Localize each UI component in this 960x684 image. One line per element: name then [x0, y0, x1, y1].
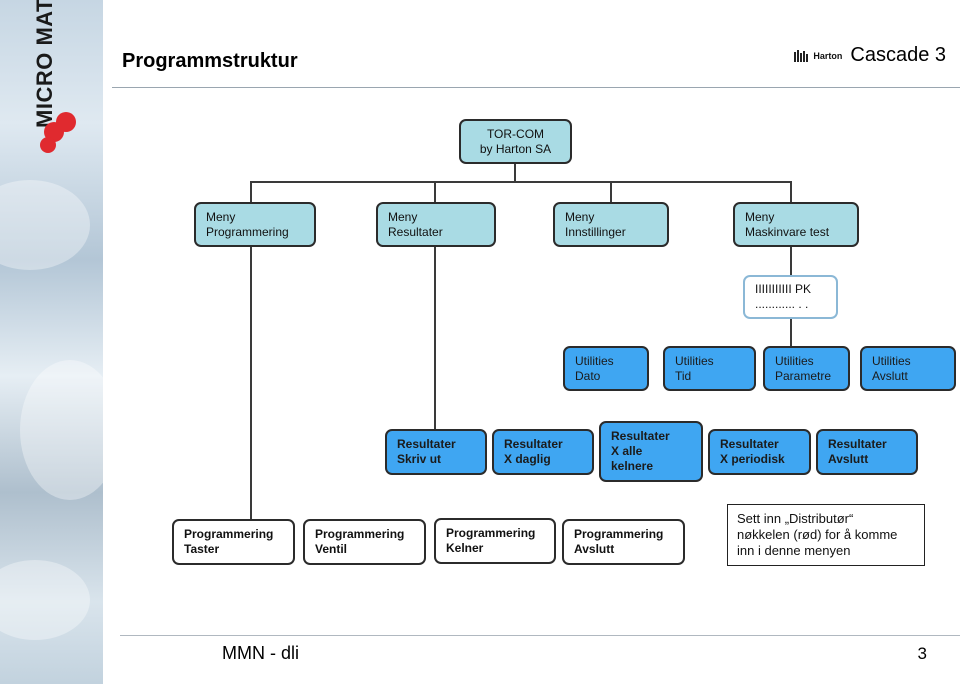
node-line-2: Innstillinger [565, 224, 626, 239]
node-line-1: Meny [745, 209, 775, 224]
page-number: 3 [917, 644, 927, 663]
footer-author: MMN - dli [222, 643, 299, 663]
brand-product: Cascade 3 [850, 44, 946, 66]
harton-logo: Harton [794, 49, 842, 63]
node-line-2: Skriv ut [397, 452, 442, 466]
utilities-tid-node: Utilities Tid [663, 346, 756, 391]
connector-line [790, 319, 792, 347]
sidebar-decoration [0, 180, 90, 270]
node-line-2: X daglig [504, 452, 551, 466]
node-line-1: Resultater [611, 429, 670, 443]
resultater-skriv-ut-node: Resultater Skriv ut [385, 429, 487, 475]
node-line-3: kelnere [611, 459, 654, 473]
node-line-2: Programmering [206, 224, 289, 239]
node-line-2: Avslutt [574, 542, 615, 556]
meny-maskinvare-test-node: Meny Maskinvare test [733, 202, 859, 247]
pk-code-node: IIIIIIIIIII PK ............ . . [743, 275, 838, 319]
programmering-ventil-node: Programmering Ventil [303, 519, 426, 565]
node-line-1: Utilities [775, 353, 814, 368]
programmering-taster-node: Programmering Taster [172, 519, 295, 565]
node-line-1: Utilities [575, 353, 614, 368]
utilities-dato-node: Utilities Dato [563, 346, 649, 391]
brand-small-text: Harton [813, 50, 843, 61]
connector-line [790, 181, 792, 203]
root-line-2: by Harton SA [479, 141, 552, 156]
node-line-1: Resultater [504, 437, 563, 451]
resultater-x-periodisk-node: Resultater X periodisk [708, 429, 811, 475]
logo-dot-icon [40, 137, 56, 153]
meny-innstillinger-node: Meny Innstillinger [553, 202, 669, 247]
utilities-parametre-node: Utilities Parametre [763, 346, 850, 391]
root-node: TOR-COM by Harton SA [459, 119, 572, 164]
distributor-key-note: Sett inn „Distributør“ nøkkelen (rød) fo… [727, 504, 925, 566]
connector-line [790, 247, 792, 275]
programmering-kelner-node: Programmering Kelner [434, 518, 556, 564]
connector-line [434, 247, 436, 430]
connector-line [514, 163, 516, 183]
node-line-2: Taster [184, 542, 220, 556]
node-line-2: Ventil [315, 542, 348, 556]
node-line-2: Resultater [388, 224, 443, 239]
node-line-2: Avslutt [828, 452, 869, 466]
connector-line [434, 181, 436, 203]
resultater-avslutt-node: Resultater Avslutt [816, 429, 918, 475]
meny-programmering-node: Meny Programmering [194, 202, 316, 247]
connector-line [250, 247, 252, 519]
node-line-1: Programmering [446, 526, 536, 540]
node-line-1: Programmering [184, 527, 274, 541]
node-line-1: Resultater [828, 437, 887, 451]
pk-line-2: ............ . . [755, 297, 809, 311]
node-line-2: Tid [675, 368, 692, 383]
node-line-2: X periodisk [720, 452, 785, 466]
connector-line [250, 181, 252, 203]
sidebar-decoration [20, 360, 103, 500]
resultater-x-daglig-node: Resultater X daglig [492, 429, 594, 475]
meny-resultater-node: Meny Resultater [376, 202, 496, 247]
harton-logo-icon [794, 49, 809, 62]
connector-line [610, 181, 612, 203]
node-line-1: Meny [206, 209, 236, 224]
node-line-2: Dato [575, 368, 601, 383]
brand: Harton Cascade 3 [794, 44, 946, 67]
node-line-1: Meny [388, 209, 418, 224]
logo-dot-icon [56, 112, 76, 132]
pk-line-1: IIIIIIIIIII PK [755, 282, 812, 296]
header-divider [112, 87, 960, 88]
root-line-1: TOR-COM [486, 126, 545, 141]
sidebar-background [0, 0, 103, 684]
node-line-2: Parametre [775, 368, 832, 383]
node-line-2: Avslutt [872, 368, 908, 383]
utilities-avslutt-node: Utilities Avslutt [860, 346, 956, 391]
programmering-avslutt-node: Programmering Avslutt [562, 519, 685, 565]
node-line-1: Utilities [675, 353, 714, 368]
node-line-2: Maskinvare test [745, 224, 830, 239]
node-line-1: Utilities [872, 353, 911, 368]
connector-line [250, 181, 792, 183]
node-line-2: X alle [611, 444, 643, 458]
node-line-1: Resultater [720, 437, 779, 451]
node-line-1: Programmering [315, 527, 405, 541]
micro-matic-logo: MICRO MATIC [32, 0, 57, 128]
node-line-2: Kelner [446, 541, 484, 555]
page-title: Programmstruktur [122, 50, 298, 72]
sidebar-decoration [0, 560, 90, 640]
node-line-1: Resultater [397, 437, 456, 451]
node-line-1: Meny [565, 209, 595, 224]
note-line-2: nøkkelen (rød) for å komme [737, 527, 898, 542]
footer-divider [120, 635, 960, 636]
note-line-1: Sett inn „Distributør“ [737, 511, 854, 526]
node-line-1: Programmering [574, 527, 664, 541]
note-line-3: inn i denne menyen [737, 543, 851, 558]
resultater-x-alle-kelnere-node: Resultater X alle kelnere [599, 421, 703, 482]
